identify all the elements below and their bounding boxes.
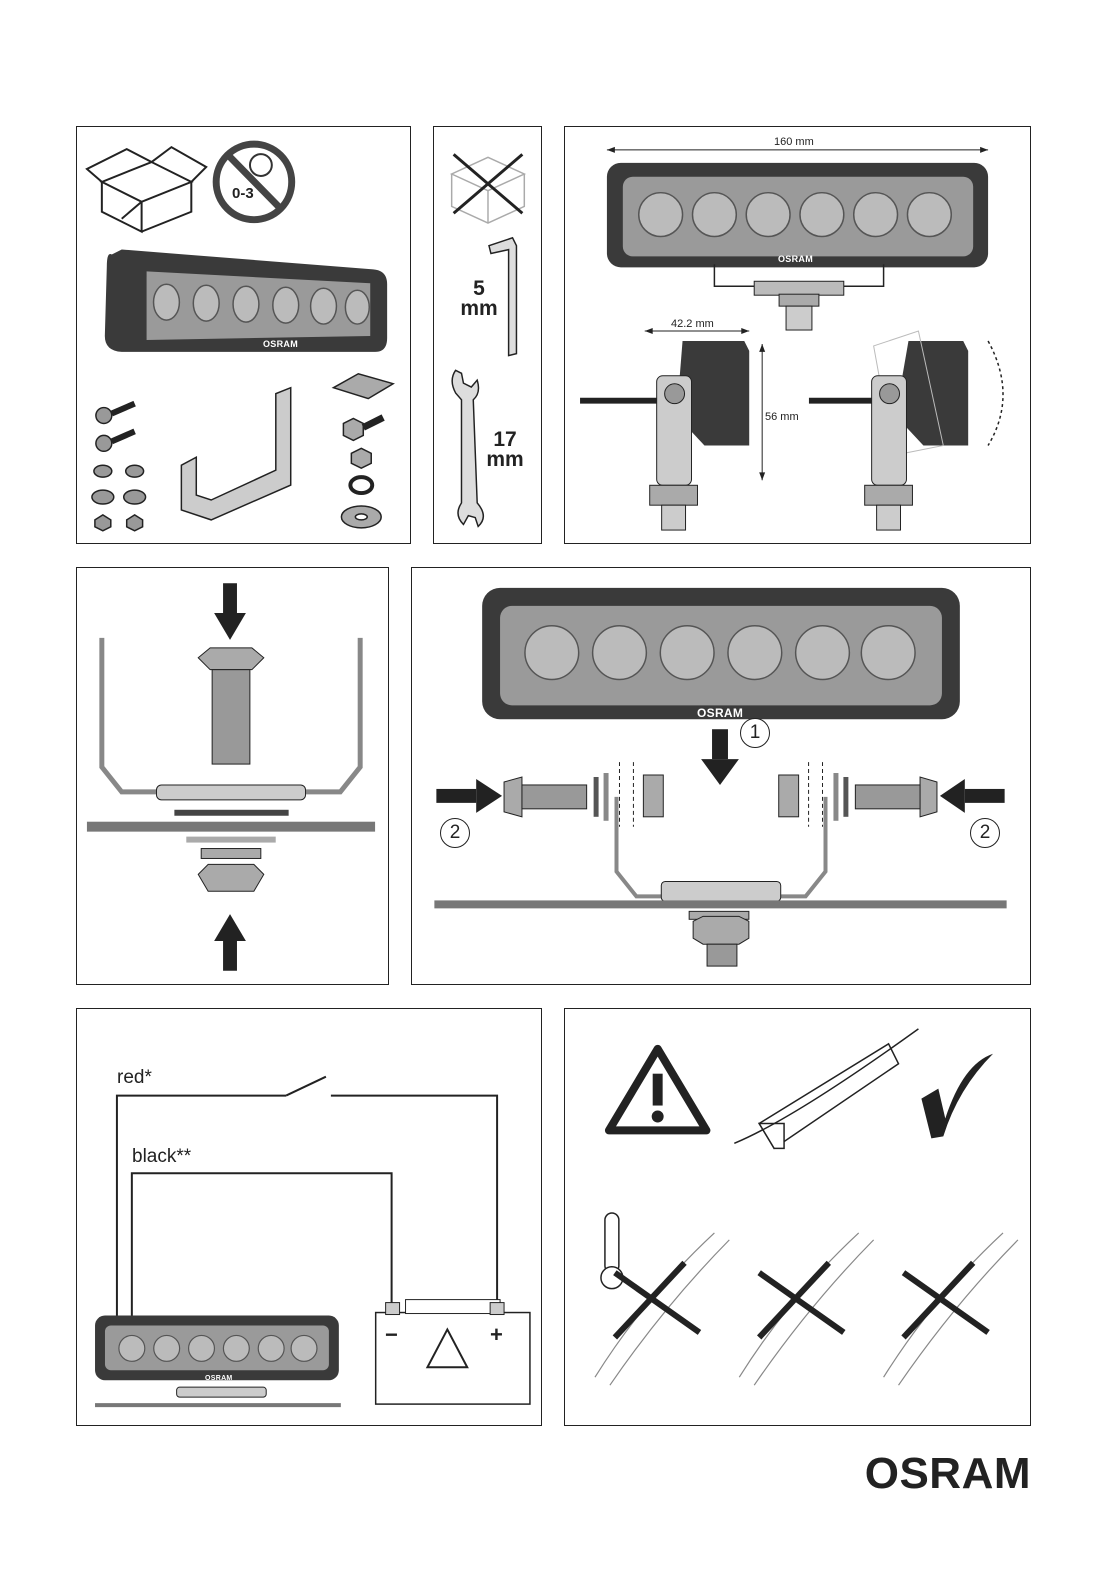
- depth-dimension: 42.2 mm: [671, 318, 714, 330]
- wrench-size-label: 17 mm: [470, 430, 540, 470]
- red-wire-label: red*: [117, 1067, 152, 1089]
- tools-illustration: [434, 127, 541, 543]
- battery-icon: [376, 1300, 530, 1404]
- mounting-hardware: [333, 374, 393, 528]
- hex-key-size-label: 5 mm: [444, 279, 514, 319]
- panel-dimensions: 160 mm 42.2 mm 56 mm OSRAM: [564, 126, 1031, 544]
- checkmark-icon: [921, 1054, 993, 1139]
- lamp-illustration: [105, 250, 387, 352]
- panel-lamp-mounting: OSRAM 1 2 2: [411, 567, 1031, 985]
- panel-cable-routing: [564, 1008, 1031, 1426]
- warning-icon: [609, 1049, 707, 1131]
- panel-bracket-mounting: [76, 567, 389, 985]
- tube-with-cable: [734, 1029, 918, 1148]
- no-box-icon: [452, 157, 525, 223]
- bracket-mounting-illustration: [77, 568, 388, 984]
- lamp-brand-label: OSRAM: [205, 1375, 233, 1382]
- panel-tools: 5 mm 17 mm: [433, 126, 542, 544]
- panel-wiring: red* black** − + OSRAM: [76, 1008, 542, 1426]
- height-dimension: 56 mm: [765, 411, 799, 423]
- black-wire-label: black**: [132, 1146, 191, 1168]
- side-view-right: [809, 331, 1003, 530]
- lamp-mounting-illustration: [412, 568, 1030, 984]
- dimensions-illustration: [565, 127, 1030, 543]
- no-children-icon: [216, 144, 292, 220]
- bracket: [181, 388, 290, 520]
- cable-routing-illustration: [565, 1009, 1030, 1425]
- screws: [92, 404, 146, 531]
- osram-logo: OSRAM: [865, 1449, 1031, 1499]
- lamp-brand-label: OSRAM: [778, 254, 813, 264]
- step-2-callout-left: 2: [440, 818, 470, 848]
- lamp-brand-label: OSRAM: [263, 339, 298, 349]
- panel-package-contents: 0-3 OSRAM: [76, 126, 411, 544]
- age-warning-label: 0-3: [232, 185, 254, 202]
- step-2-callout-right: 2: [970, 818, 1000, 848]
- battery-minus-terminal: −: [385, 1322, 398, 1348]
- box-icon: [87, 147, 206, 231]
- side-view-left: [580, 341, 749, 530]
- lamp-brand-label: OSRAM: [697, 706, 743, 720]
- step-1-callout: 1: [740, 718, 770, 748]
- battery-plus-terminal: +: [490, 1322, 503, 1348]
- width-dimension: 160 mm: [774, 136, 814, 148]
